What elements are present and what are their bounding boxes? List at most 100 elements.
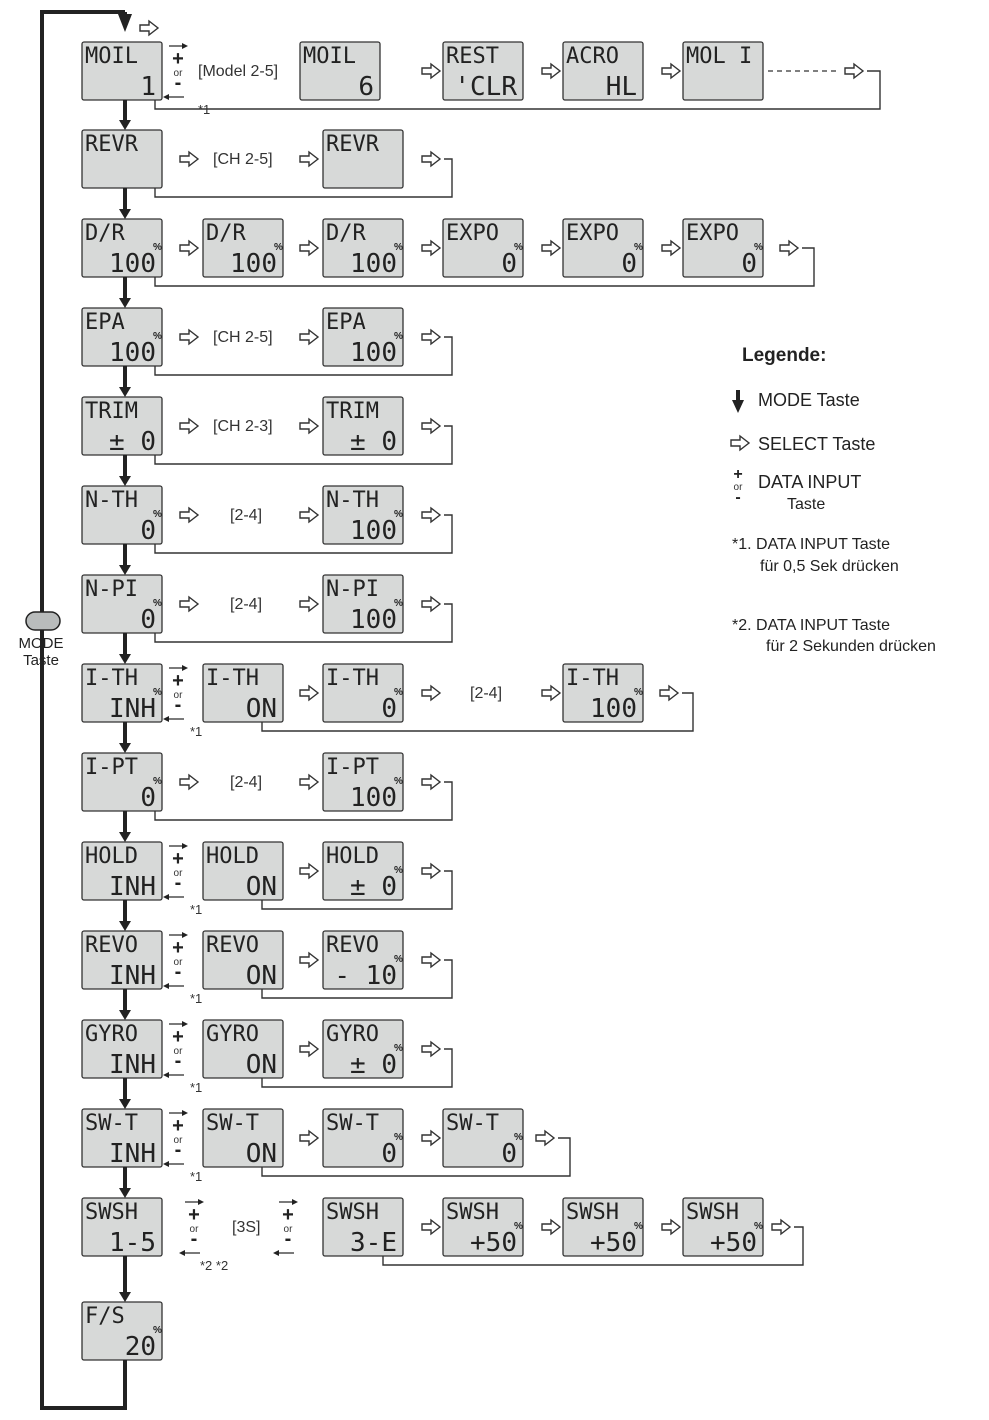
select-arrow-icon xyxy=(299,773,320,791)
lcd-top-text: MOIL xyxy=(303,44,356,69)
percent-icon: % xyxy=(754,1221,763,1232)
lcd-screen: REVR xyxy=(322,129,404,189)
select-arrow-icon xyxy=(179,417,200,435)
mode-arrowhead-icon xyxy=(119,654,131,664)
lcd-value-text: 100 xyxy=(230,249,277,279)
return-connector xyxy=(154,247,815,287)
lcd-top-text: MOL I xyxy=(686,44,752,69)
svg-text:-: - xyxy=(175,1139,182,1161)
return-connector xyxy=(261,959,453,999)
select-arrow-icon xyxy=(541,1218,562,1236)
percent-icon: % xyxy=(394,954,403,965)
footnote-marker: *1 xyxy=(190,902,202,917)
lcd-screen: SW-T INH xyxy=(81,1108,163,1169)
lcd-value-text: 100 xyxy=(109,338,156,368)
lcd-top-text: I-TH xyxy=(566,666,619,691)
select-arrow-icon xyxy=(421,1129,442,1147)
percent-icon: % xyxy=(394,331,403,342)
mode-loop-arrowhead xyxy=(118,14,132,32)
lcd-screen: SWSH+50% xyxy=(442,1197,524,1258)
lcd-screen: REST'CLR xyxy=(442,41,524,102)
legend-title: Legende: xyxy=(742,345,826,366)
percent-icon: % xyxy=(754,242,763,253)
select-arrow-icon xyxy=(421,150,442,168)
lcd-value-text: 0 xyxy=(381,1139,397,1169)
range-label: [CH 2-5] xyxy=(213,151,273,168)
svg-text:+: + xyxy=(188,1204,200,1226)
select-arrow-icon xyxy=(421,328,442,346)
legend-mode-text: MODE Taste xyxy=(758,390,860,410)
select-arrow-icon xyxy=(299,328,320,346)
footnote-marker: *1 xyxy=(190,1080,202,1095)
select-arrow-icon xyxy=(299,239,320,257)
select-arrow-icon xyxy=(421,239,442,257)
footnote-marker: *1 xyxy=(190,724,202,739)
lcd-top-text: GYRO xyxy=(206,1022,259,1047)
return-connector xyxy=(261,870,453,910)
percent-icon: % xyxy=(634,1221,643,1232)
svg-text:+: + xyxy=(172,1026,184,1048)
legend-data-input-icon: + or - xyxy=(733,466,743,506)
data-input-icon: +or- xyxy=(163,932,188,989)
lcd-value-text: 100 xyxy=(350,605,397,635)
lcd-top-text: TRIM xyxy=(326,399,379,424)
lcd-top-text: SW-T xyxy=(206,1111,259,1136)
mode-arrowhead-icon xyxy=(119,1292,131,1302)
lcd-top-text: REVO xyxy=(206,933,259,958)
lcd-screen: GYRO± 0% xyxy=(322,1019,404,1080)
select-arrow-icon xyxy=(179,595,200,613)
lcd-screen: F/S20% xyxy=(81,1301,163,1362)
percent-icon: % xyxy=(394,1132,403,1143)
lcd-screen: SW-T0% xyxy=(442,1108,524,1169)
select-arrow-icon xyxy=(421,862,442,880)
select-arrow-icon xyxy=(659,684,680,702)
legend-select-text: SELECT Taste xyxy=(758,434,875,454)
select-arrow-icon xyxy=(299,951,320,969)
return-connector xyxy=(261,692,694,732)
return-connector xyxy=(154,425,453,465)
percent-icon: % xyxy=(153,331,162,342)
lcd-value-text: INH xyxy=(109,1050,156,1080)
lcd-top-text: SW-T xyxy=(85,1111,138,1136)
data-input-icon: +or- xyxy=(273,1199,298,1256)
percent-icon: % xyxy=(634,687,643,698)
svg-text:or: or xyxy=(174,1135,184,1146)
lcd-screen: TRIM± 0 xyxy=(322,396,404,457)
footnote-marker: *2 *2 xyxy=(200,1258,228,1273)
mode-button[interactable]: MODE Taste xyxy=(19,611,64,669)
lcd-top-text: N-TH xyxy=(85,488,138,513)
mode-arrowhead-icon xyxy=(119,832,131,842)
lcd-top-text: GYRO xyxy=(326,1022,379,1047)
lcd-top-text: ACRO xyxy=(566,44,619,69)
svg-text:+: + xyxy=(172,1115,184,1137)
svg-text:+: + xyxy=(733,466,742,483)
lcd-value-text: ON xyxy=(246,1139,277,1169)
select-arrow-icon xyxy=(541,62,562,80)
legend-select-arrow-icon xyxy=(730,434,751,452)
footnote-marker: *1 xyxy=(190,1169,202,1184)
lcd-value-text: 0 xyxy=(501,1139,517,1169)
lcd-value-text: INH xyxy=(109,1139,156,1169)
row-fs: F/S20% xyxy=(81,1301,163,1362)
percent-icon: % xyxy=(153,776,162,787)
lcd-top-text: SWSH xyxy=(85,1200,138,1225)
range-label: [2-4] xyxy=(470,685,502,702)
percent-icon: % xyxy=(153,687,162,698)
lcd-top-text: D/R xyxy=(206,221,246,246)
lcd-value-text: - 10 xyxy=(334,961,397,991)
